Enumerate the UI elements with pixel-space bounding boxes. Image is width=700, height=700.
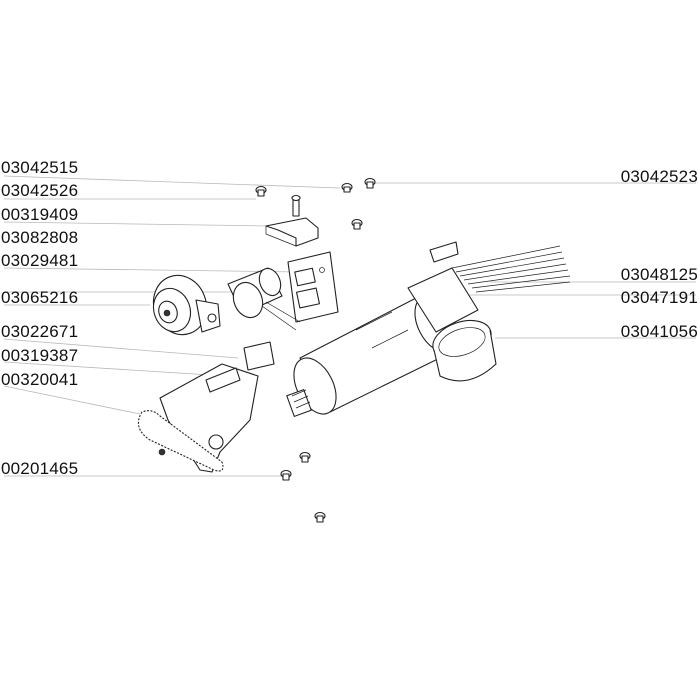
pulley-03065216 [152,274,221,336]
bracket-00319387 [243,341,275,371]
circuit-board-03082808 [287,251,339,323]
part-label-00320041: 00320041 [1,370,79,389]
part-label-03029481: 03029481 [1,251,79,270]
ring-03041056 [432,319,497,382]
part-label-03048125: 03048125 [620,265,698,284]
pin [291,194,301,217]
screw-03042526 [255,185,267,197]
belt-00320041 [137,410,224,472]
part-label-03042523: 03042523 [620,167,698,186]
screw-bottom-2 [299,451,311,463]
screw-bottom-3 [314,511,326,523]
part-label-00201465: 00201465 [1,459,79,478]
part-label-03022671: 03022671 [1,322,79,341]
screw-small [351,218,363,230]
motor-03029481 [227,267,301,331]
screw-03042515 [341,182,353,193]
screw-00201465 [280,469,292,481]
part-label-03041056: 03041056 [620,322,698,341]
part-label-03042515: 03042515 [1,158,79,177]
screw-03042523 [364,177,376,189]
part-label-03082808: 03082808 [1,228,79,247]
part-label-03065216: 03065216 [1,288,79,307]
leader-lines [3,175,696,477]
part-label-00319387: 00319387 [1,346,79,365]
part-label-00319409: 00319409 [1,205,79,224]
bracket-00319409 [265,217,319,247]
part-label-03047191: 03047191 [620,288,698,307]
cable-housing-03048125 [407,241,571,333]
part-label-03042526: 03042526 [1,181,79,200]
